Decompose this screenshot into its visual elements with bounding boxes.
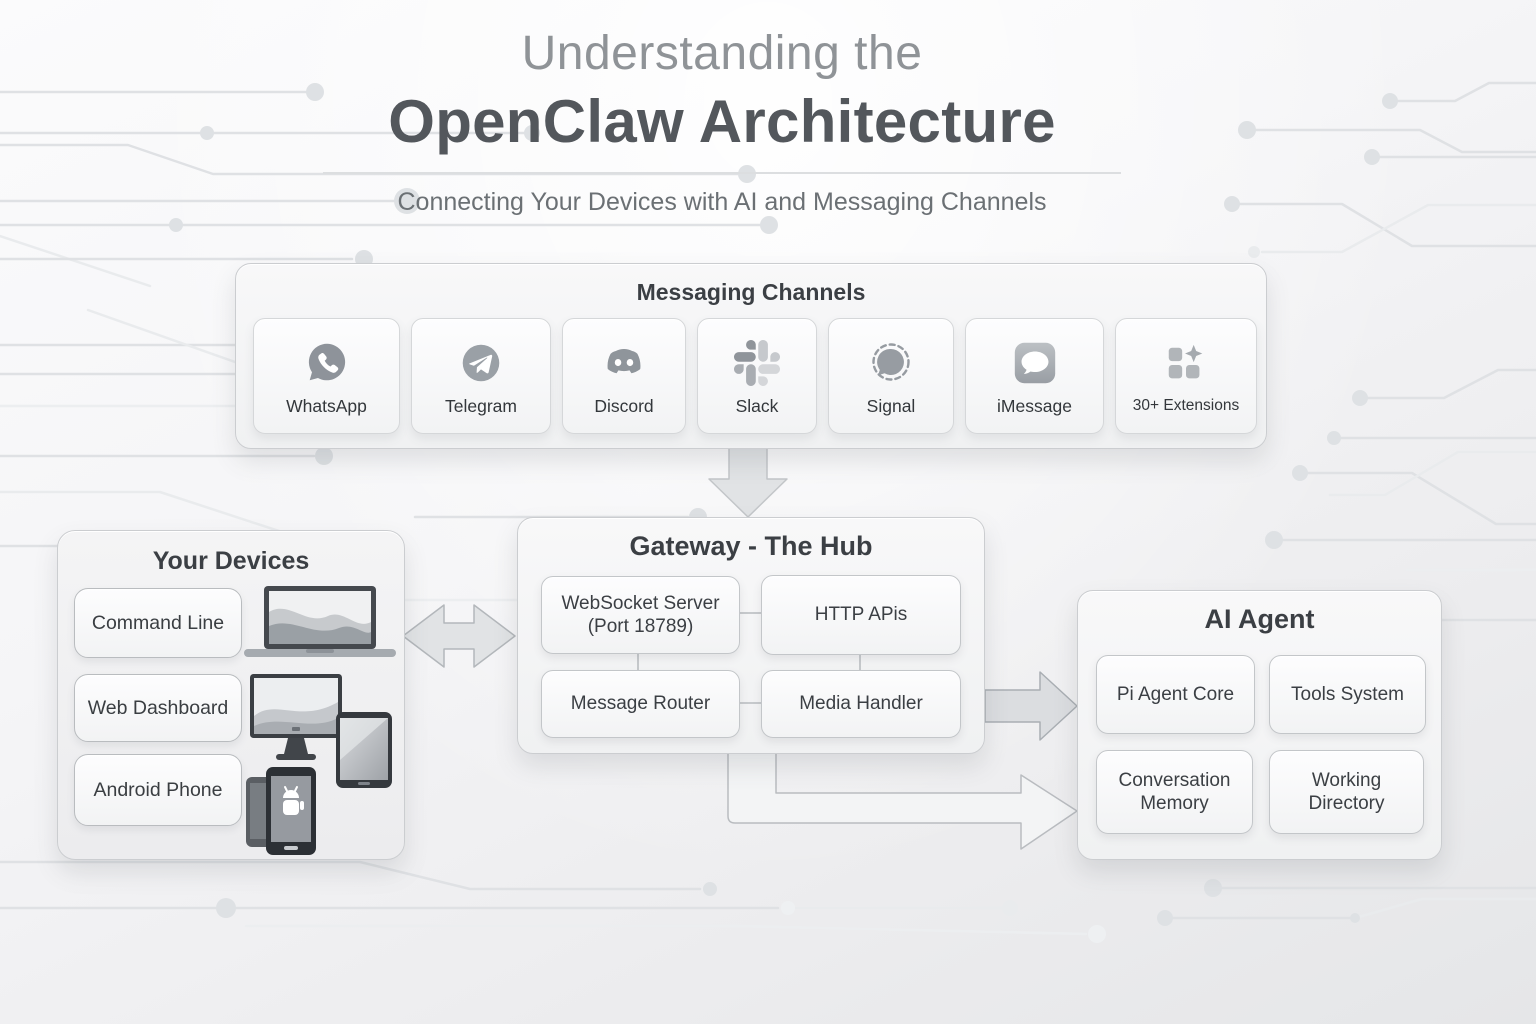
channel-label: WhatsApp <box>286 395 367 416</box>
channel-label: Telegram <box>445 395 517 416</box>
channel-label: Slack <box>735 395 779 416</box>
your-devices-panel: Your Devices Command Line Web Dashboard … <box>57 530 405 860</box>
ai-agent-panel: AI Agent Pi Agent Core Tools System Conv… <box>1077 590 1442 860</box>
discord-icon <box>598 336 650 390</box>
node-label: Media Handler <box>799 693 923 715</box>
connector-line <box>738 612 762 614</box>
device-item-android-phone: Android Phone <box>74 754 242 826</box>
agent-node-working-directory: Working Directory <box>1269 750 1424 834</box>
channel-tile-imessage: iMessage <box>965 318 1104 434</box>
connector-line <box>738 702 762 704</box>
bent-arrow-icon <box>727 743 1078 850</box>
ai-agent-title: AI Agent <box>1204 604 1315 634</box>
gateway-node-message-router: Message Router <box>541 670 740 738</box>
channel-tile-whatsapp: WhatsApp <box>253 318 400 434</box>
signal-icon <box>865 336 917 390</box>
messaging-channels-title: Messaging Channels <box>636 279 866 305</box>
agent-node-conversation-memory: Conversation Memory <box>1096 750 1253 834</box>
channel-tile-discord: Discord <box>562 318 686 434</box>
channel-tiles: WhatsApp Telegram <box>253 318 1257 434</box>
laptop-illustration <box>244 586 396 657</box>
agent-node-tools-system: Tools System <box>1269 655 1426 734</box>
telegram-icon <box>456 336 506 390</box>
device-label: Web Dashboard <box>87 696 229 719</box>
page-title-line2: OpenClaw Architecture <box>388 88 1056 155</box>
node-label: WebSocket Server <box>561 592 720 614</box>
channel-label: Signal <box>866 395 916 416</box>
bidirectional-arrow-icon <box>402 604 516 668</box>
agent-node-pi-agent-core: Pi Agent Core <box>1096 655 1255 734</box>
node-label: Message Router <box>570 693 711 715</box>
channel-label: iMessage <box>997 395 1072 416</box>
device-item-web-dashboard: Web Dashboard <box>74 674 242 742</box>
whatsapp-icon <box>302 336 352 390</box>
device-label: Android Phone <box>93 778 223 801</box>
page-subtitle: Connecting Your Devices with AI and Mess… <box>397 188 1047 216</box>
connector-line <box>859 653 861 671</box>
device-item-command-line: Command Line <box>74 588 242 658</box>
gateway-node-websocket: WebSocket Server (Port 18789) <box>541 576 740 654</box>
node-sublabel: (Port 18789) <box>587 616 694 637</box>
gateway-panel: Gateway - The Hub WebSocket Server (Port… <box>517 517 985 754</box>
channel-label: Discord <box>594 395 654 416</box>
channel-tile-signal: Signal <box>828 318 954 434</box>
channel-tile-extensions: 30+ Extensions <box>1115 318 1257 434</box>
device-label: Command Line <box>91 611 225 634</box>
channel-label: 30+ Extensions <box>1132 397 1240 414</box>
gateway-node-http-apis: HTTP APis <box>761 575 961 655</box>
right-arrow-icon <box>984 671 1078 741</box>
channel-tile-telegram: Telegram <box>411 318 551 434</box>
channel-tile-slack: Slack <box>697 318 817 434</box>
gateway-node-media-handler: Media Handler <box>761 670 961 738</box>
connector-line <box>637 652 639 671</box>
page-title-line1: Understanding the <box>521 27 923 80</box>
extensions-grid-icon <box>1163 337 1209 391</box>
android-robot-icon <box>283 786 304 815</box>
android-phones-illustration <box>246 767 316 855</box>
header: Understanding the OpenClaw Architecture … <box>322 26 1122 217</box>
header-divider <box>323 172 1121 174</box>
slack-icon <box>734 336 780 390</box>
tablet-illustration <box>336 712 392 788</box>
imessage-icon <box>1010 336 1060 390</box>
desktop-monitor-illustration <box>250 674 342 760</box>
your-devices-title: Your Devices <box>152 547 310 575</box>
messaging-channels-panel: Messaging Channels WhatsApp <box>235 263 1267 449</box>
node-label: Working Directory <box>1308 769 1385 814</box>
down-arrow-icon <box>708 445 788 518</box>
gateway-title: Gateway - The Hub <box>629 531 873 561</box>
node-label: Tools System <box>1291 683 1404 705</box>
node-label: Conversation Memory <box>1118 769 1231 814</box>
node-label: Pi Agent Core <box>1116 683 1235 705</box>
node-label: HTTP APis <box>814 604 908 626</box>
